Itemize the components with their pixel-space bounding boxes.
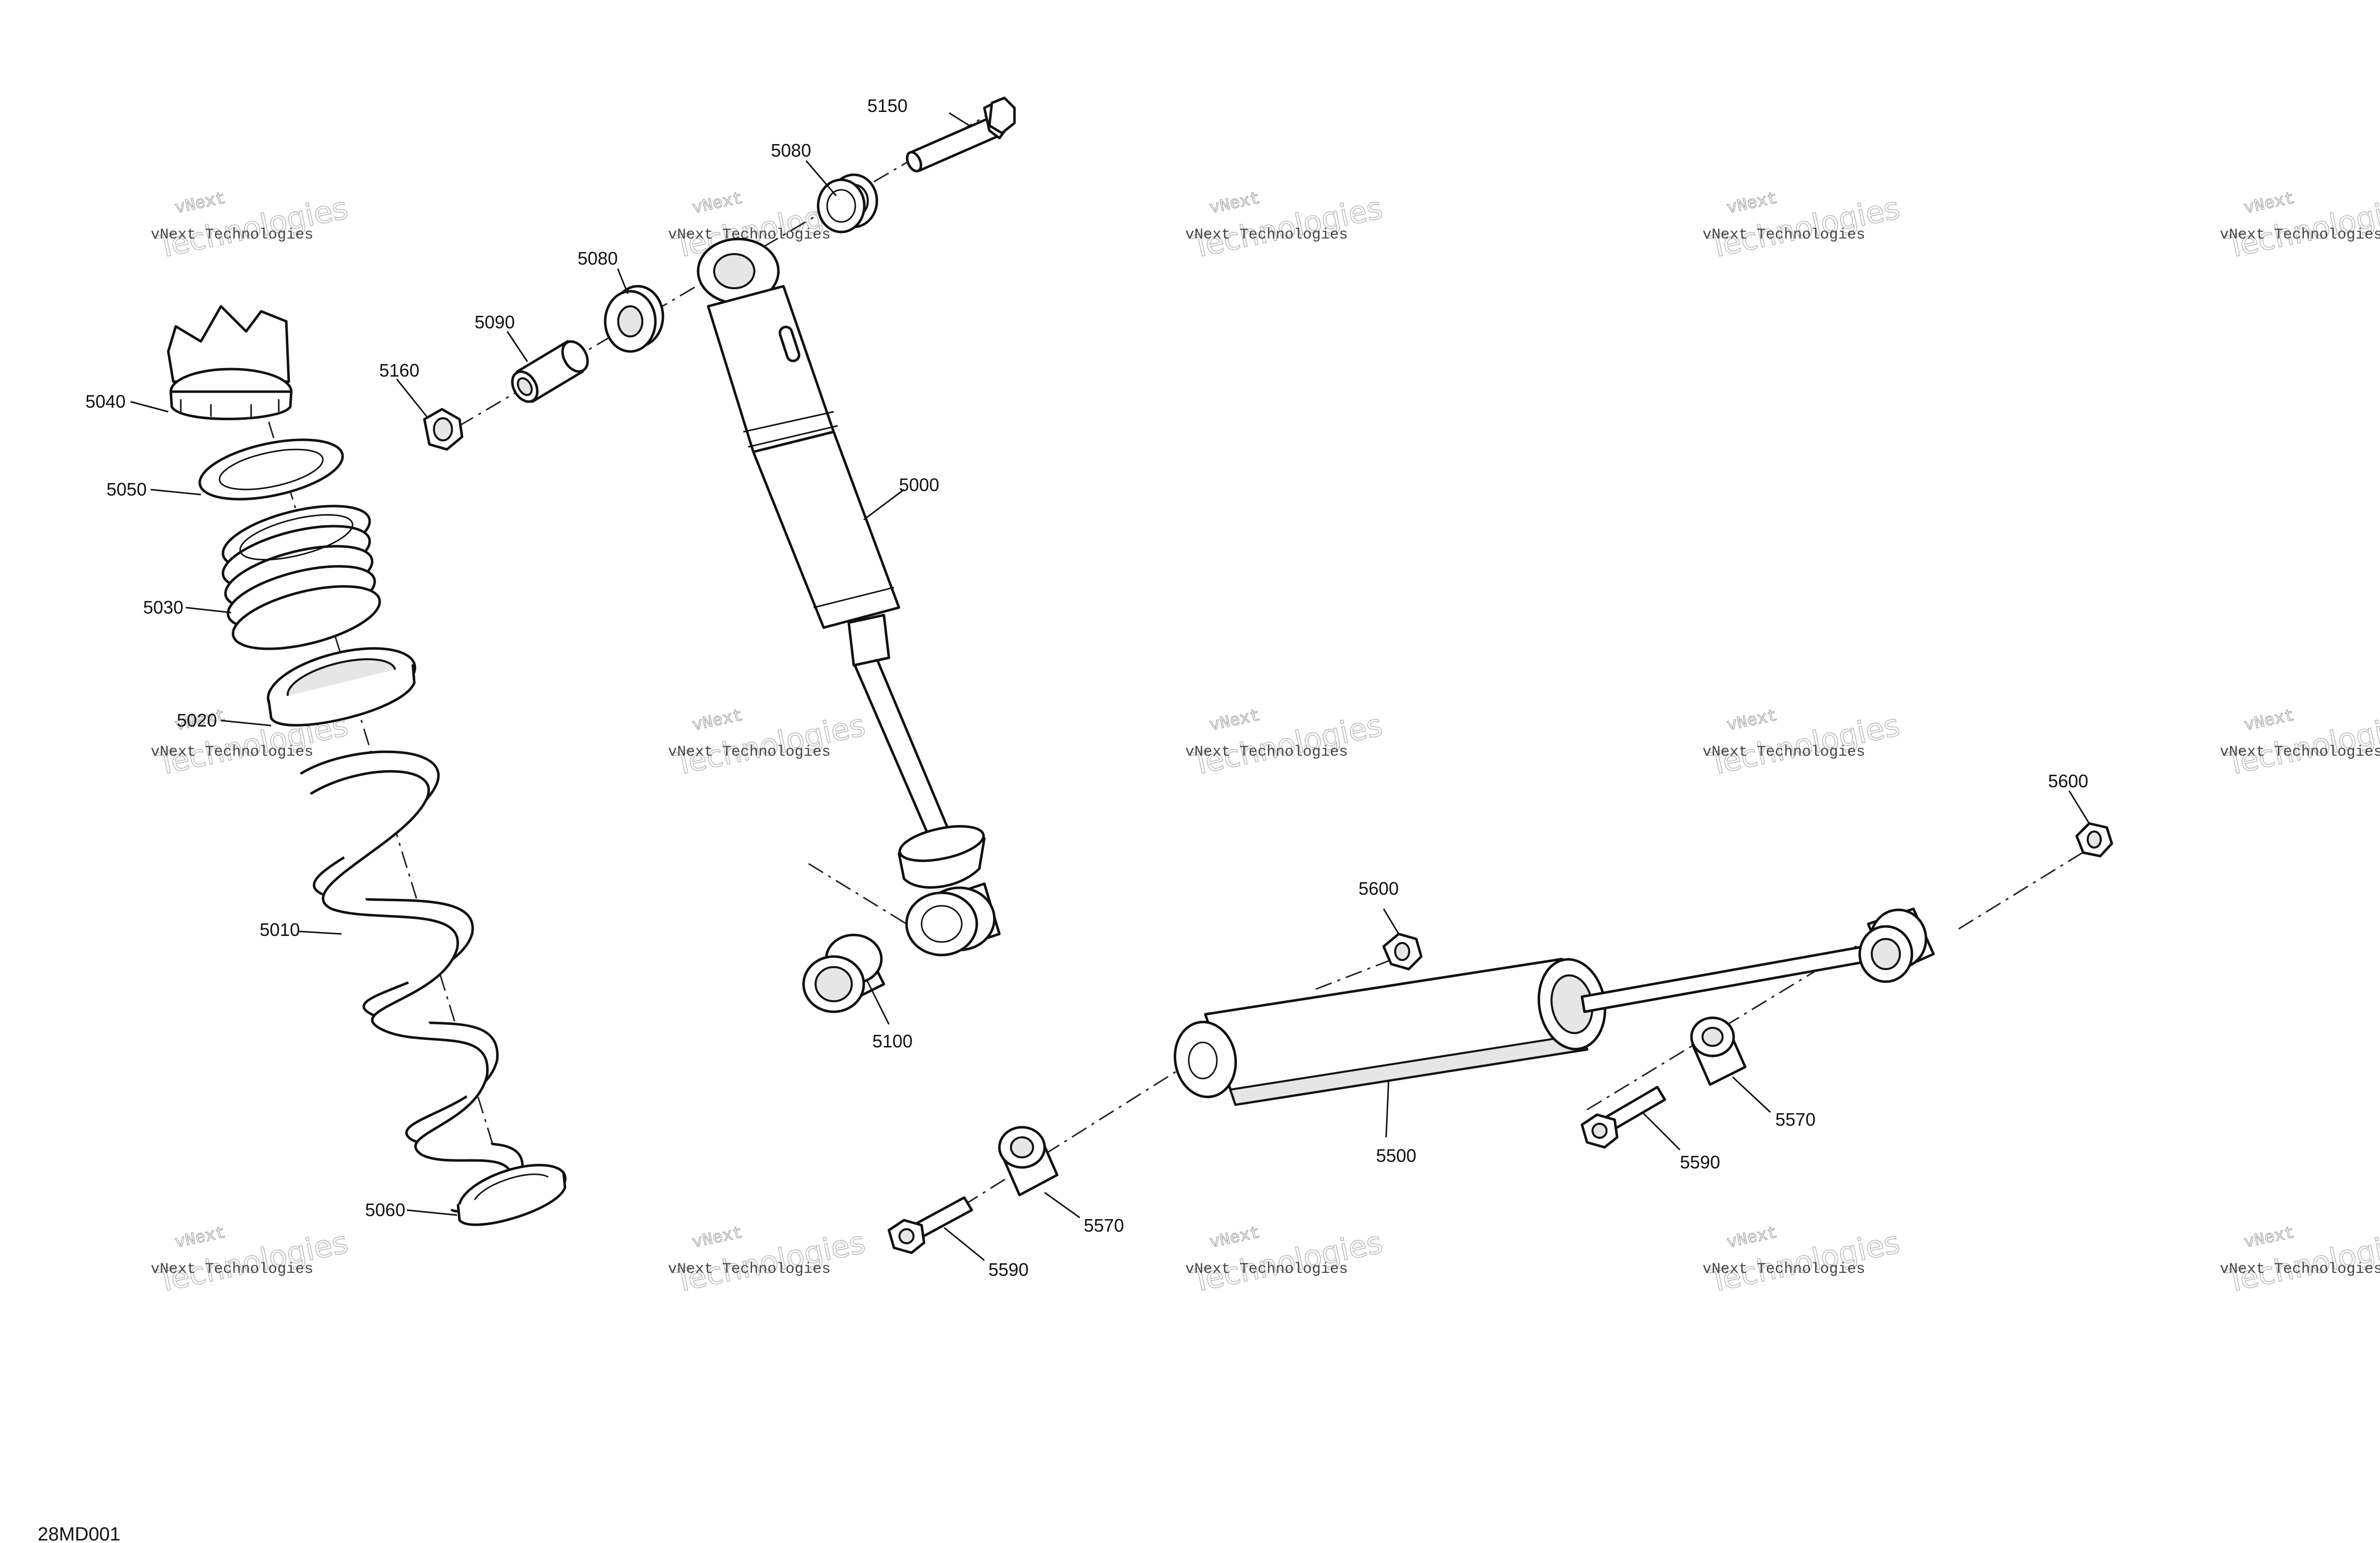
callout-5590-right: 5590	[1680, 1152, 1720, 1172]
watermark-top-text: vNext	[2242, 1224, 2297, 1253]
part-5590-bolt-right	[1580, 1086, 1666, 1149]
watermark-top-text: vNext	[2242, 189, 2297, 218]
drawing-code: 28MD001	[38, 1524, 121, 1543]
callout-5050: 5050	[106, 479, 147, 500]
watermark-small-text: vNext Technologies	[668, 744, 831, 761]
callout-5040: 5040	[85, 391, 126, 412]
watermark-top-text: vNext	[1725, 1224, 1779, 1253]
callout-5500: 5500	[1376, 1145, 1416, 1166]
callout-5080-lower: 5080	[578, 248, 618, 269]
callout-5010: 5010	[260, 919, 300, 940]
part-5040-adjuster-cap	[167, 305, 293, 420]
callout-5030: 5030	[143, 597, 183, 618]
part-5150-bolt	[905, 96, 1016, 173]
part-5010-main-spring	[300, 750, 524, 1213]
watermark-small-text: vNext Technologies	[1703, 226, 1865, 244]
part-5050-spring-washer	[198, 438, 344, 501]
watermark-small-text: vNext Technologies	[1185, 1261, 1348, 1278]
watermark-small-text: vNext Technologies	[1185, 744, 1348, 761]
part-5600-nut-left	[1382, 932, 1423, 971]
watermark-small-text: vNext Technologies	[151, 226, 313, 244]
part-5570-spacer-left	[998, 1126, 1059, 1197]
watermark-top-text: vNext	[1208, 1224, 1262, 1253]
part-5000-shock-absorber	[697, 238, 1001, 957]
callout-5090: 5090	[475, 312, 515, 332]
watermark-top-text: vNext	[691, 706, 745, 736]
callout-5570-right: 5570	[1775, 1109, 1816, 1130]
watermark-top-text: vNext	[2242, 706, 2297, 736]
part-5060-retainer	[457, 1163, 567, 1226]
part-5030-tender-spring	[221, 505, 381, 650]
watermark-top-text: vNext	[691, 189, 745, 218]
part-5100-bushing-lower	[802, 933, 885, 1013]
callout-5150: 5150	[867, 95, 908, 116]
part-5160-nut	[423, 408, 464, 451]
watermark-top-text: vNext	[173, 189, 228, 218]
part-5590-bolt-left	[887, 1196, 973, 1254]
watermark-small-text: vNext Technologies	[1703, 1261, 1865, 1278]
callout-5080-upper: 5080	[771, 140, 811, 161]
watermark-small-text: vNext Technologies	[2220, 744, 2380, 761]
watermark-small-text: vNext Technologies	[2220, 226, 2380, 244]
part-5090-sleeve	[511, 340, 589, 403]
callout-5160: 5160	[379, 360, 419, 381]
callout-5020: 5020	[177, 710, 217, 731]
leader-lines	[130, 112, 2090, 1261]
watermark-top-text: vNext	[173, 1224, 228, 1253]
callout-labels: 5150 5080 5080 5090 5160 5000 5040 5050 …	[85, 95, 2088, 1280]
part-5500-steering-damper	[1173, 907, 1935, 1106]
part-5600-nut-right	[2075, 822, 2113, 858]
watermark-small-text: vNext Technologies	[1185, 226, 1348, 244]
part-5080-washer	[604, 285, 664, 353]
watermark-small-text: vNext Technologies	[1703, 744, 1865, 761]
callout-5000: 5000	[899, 474, 939, 495]
part-5020-spring-seat	[267, 647, 416, 727]
callout-5100: 5100	[872, 1031, 913, 1051]
callout-5600-right: 5600	[2048, 771, 2088, 791]
part-5570-spacer-right	[1690, 1016, 1747, 1086]
watermark-small-text: vNext Technologies	[668, 1261, 831, 1278]
watermark-small-text: vNext Technologies	[151, 744, 313, 761]
watermark-top-text: vNext	[1725, 189, 1779, 218]
watermark-top-text: vNext	[1208, 706, 1262, 736]
watermark-top-text: vNext	[1208, 189, 1262, 218]
callout-5600-left: 5600	[1358, 878, 1399, 899]
watermark-small-text: vNext Technologies	[2220, 1261, 2380, 1278]
part-5080-bushing-upper	[817, 173, 878, 233]
callout-5060: 5060	[365, 1200, 405, 1220]
callout-5570-left: 5570	[1084, 1215, 1124, 1236]
watermark-small-text: vNext Technologies	[151, 1261, 313, 1278]
callout-5590-left: 5590	[988, 1259, 1029, 1280]
watermark-top-text: vNext	[691, 1224, 745, 1253]
watermark-top-text: vNext	[1725, 706, 1779, 736]
